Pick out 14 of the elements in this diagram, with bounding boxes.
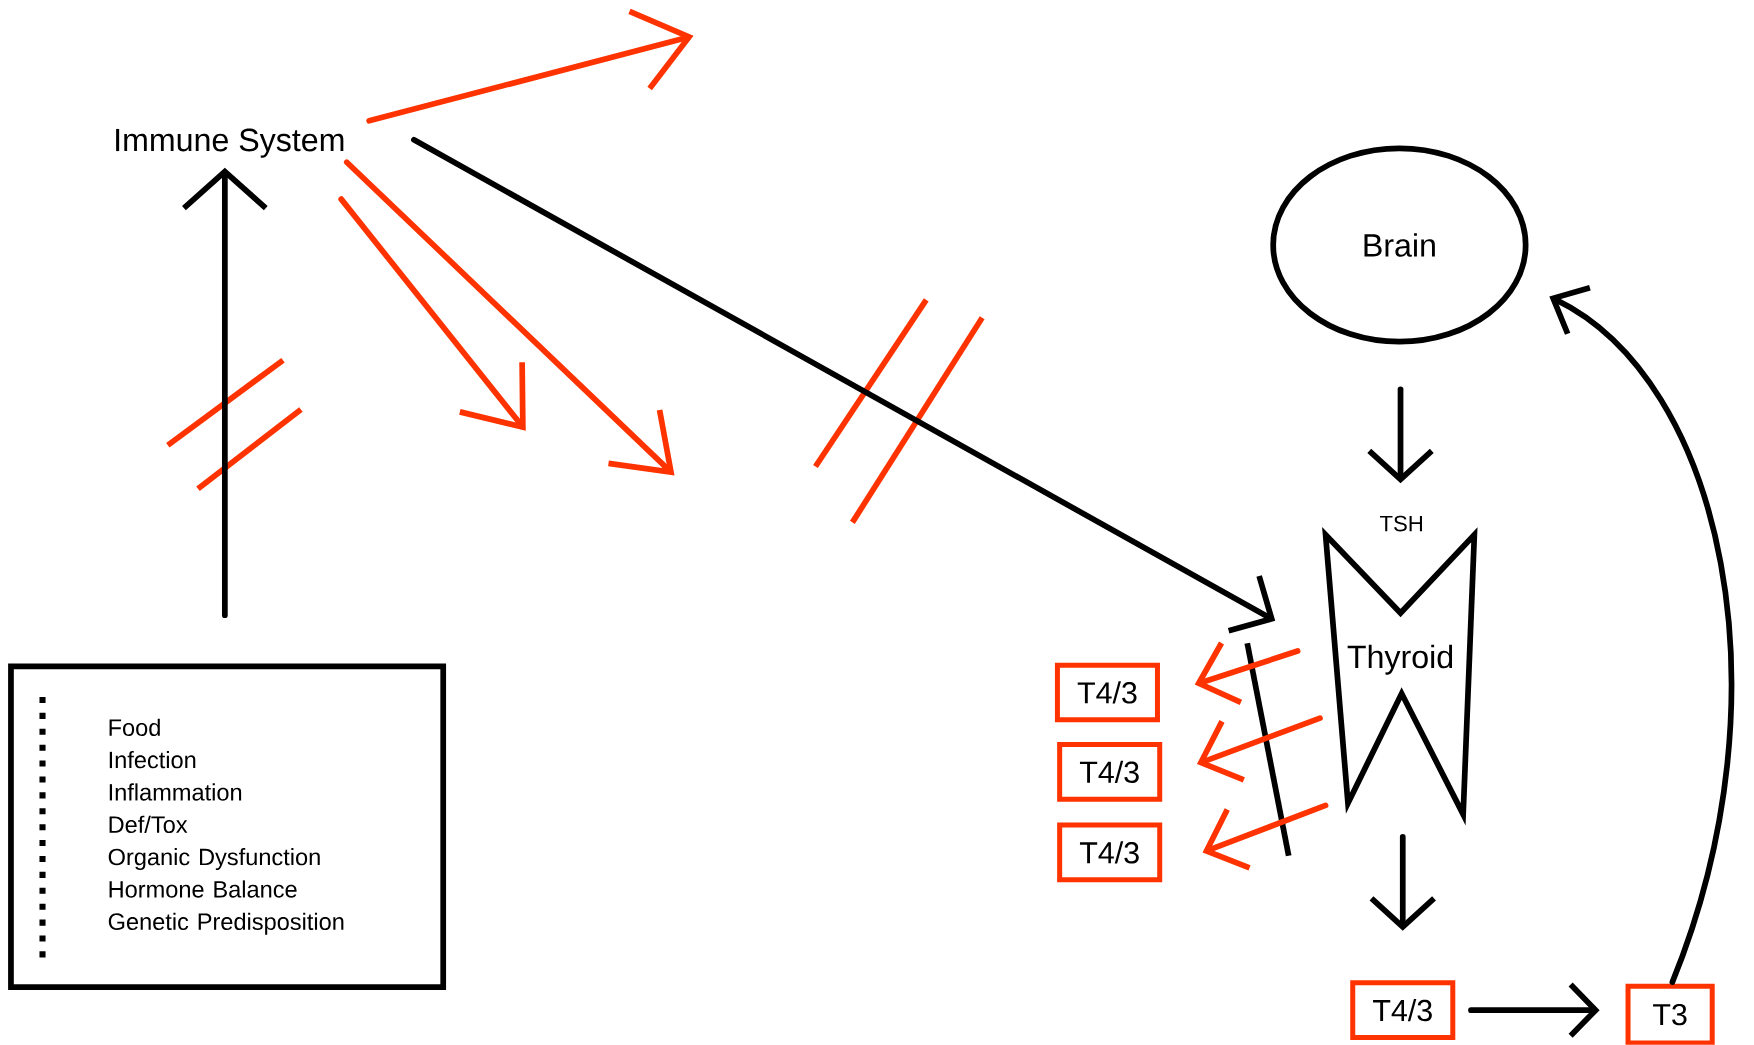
hormone-box: T4/3	[1057, 822, 1163, 883]
hormone-box: T4/3	[1350, 980, 1456, 1041]
list-box: Food Infection Inflammation Def/Tox Organic Dysfunction Hormone Balance Genetic Predisposition	[8, 663, 447, 991]
arrow	[366, 8, 694, 124]
hormone-box: T4/3	[1054, 662, 1160, 723]
arrow	[411, 137, 1276, 634]
hormone-box: T3	[1625, 983, 1715, 1045]
system-label: Immune System	[116, 128, 344, 158]
arrow	[182, 167, 268, 619]
arrow	[1468, 982, 1600, 1038]
hormone-box: T4/3	[1057, 742, 1163, 802]
arrow	[338, 196, 526, 431]
arrow	[343, 159, 675, 476]
arrow	[1549, 285, 1735, 986]
